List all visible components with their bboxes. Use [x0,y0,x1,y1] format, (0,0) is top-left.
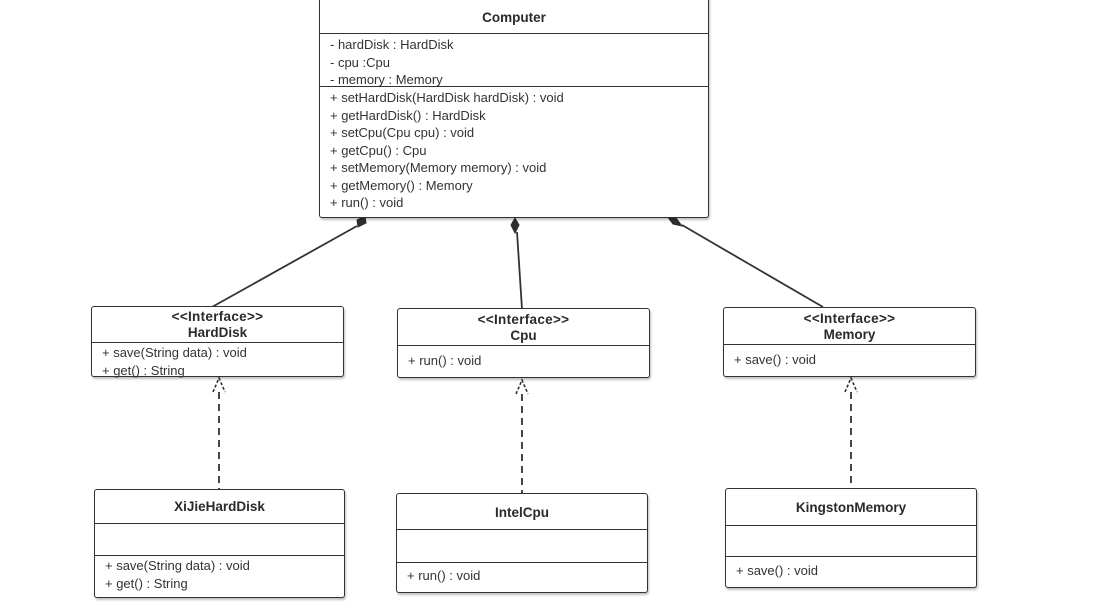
stereotype-label: <<Interface>> [803,311,896,326]
composition-line-harddisk[interactable] [211,225,358,308]
stereotype-label: <<Interface>> [171,309,264,324]
realization-arrowhead-harddisk [212,375,226,393]
class-xijieharddisk-methods: + save(String data) : void + get() : Str… [95,556,344,592]
class-intelcpu[interactable]: IntelCpu + run() : void [396,493,648,593]
attribute-row: - memory : Memory [330,72,443,87]
class-intelcpu-methods: + run() : void [397,563,647,585]
method-row: + run() : void [408,353,482,368]
method-row: + save(String data) : void [105,558,250,573]
class-intelcpu-attributes [397,530,647,563]
realization-arrowhead-memory [844,375,858,393]
composition-diamond-cpu [510,216,520,235]
class-kingstonmemory-attributes [726,526,976,557]
class-intelcpu-header: IntelCpu [397,494,647,530]
class-computer-attributes: - hardDisk : HardDisk - cpu :Cpu - memor… [320,34,708,87]
class-name: Computer [482,10,546,25]
interface-harddisk-header: <<Interface>> HardDisk [92,307,343,343]
method-row: + get() : String [105,575,188,591]
stereotype-label: <<Interface>> [477,312,570,327]
method-row: + get() : String [102,362,185,378]
interface-memory[interactable]: <<Interface>> Memory + save() : void [723,307,976,377]
composition-diamond-harddisk [356,215,367,228]
interface-cpu-header: <<Interface>> Cpu [398,309,649,346]
class-name: Cpu [510,328,537,343]
composition-line-cpu[interactable] [516,231,523,310]
interface-memory-header: <<Interface>> Memory [724,308,975,345]
realization-arrowhead-cpu [515,377,529,395]
class-name: IntelCpu [495,505,549,520]
method-row: + setCpu(Cpu cpu) : void [330,125,475,140]
class-computer-header: Computer [320,0,708,34]
method-row: + getHardDisk() : HardDisk [330,107,486,123]
interface-cpu[interactable]: <<Interface>> Cpu + run() : void [397,308,650,378]
interface-cpu-methods: + run() : void [398,346,649,370]
class-computer[interactable]: Computer - hardDisk : HardDisk - cpu :Cp… [319,0,709,218]
interface-memory-methods: + save() : void [724,345,975,369]
class-xijieharddisk-header: XiJieHardDisk [95,490,344,524]
method-row: + save(String data) : void [102,345,247,360]
method-row: + setHardDisk(HardDisk hardDisk) : void [330,90,564,105]
class-kingstonmemory[interactable]: KingstonMemory + save() : void [725,488,977,588]
method-row: + setMemory(Memory memory) : void [330,160,547,175]
method-row: + save() : void [736,563,819,578]
method-row: + run() : void [330,195,404,210]
class-name: Memory [823,327,876,342]
class-kingstonmemory-methods: + save() : void [726,557,976,580]
method-row: + getCpu() : Cpu [330,142,427,158]
class-xijieharddisk[interactable]: XiJieHardDisk + save(String data) : void… [94,489,345,598]
composition-line-memory[interactable] [681,224,824,308]
interface-harddisk-methods: + save(String data) : void + get() : Str… [92,343,343,379]
class-name: HardDisk [187,325,248,340]
class-name: KingstonMemory [795,500,907,515]
interface-harddisk[interactable]: <<Interface>> HardDisk + save(String dat… [91,306,344,379]
attribute-row: - hardDisk : HardDisk [330,37,454,52]
class-xijieharddisk-attributes [95,524,344,556]
method-row: + save() : void [734,352,817,367]
class-kingstonmemory-header: KingstonMemory [726,489,976,526]
method-row: + getMemory() : Memory [330,177,473,193]
attribute-row: - cpu :Cpu [330,54,390,70]
class-computer-methods: + setHardDisk(HardDisk hardDisk) : void … [320,87,708,212]
method-row: + run() : void [407,568,481,583]
class-name: XiJieHardDisk [174,499,265,514]
